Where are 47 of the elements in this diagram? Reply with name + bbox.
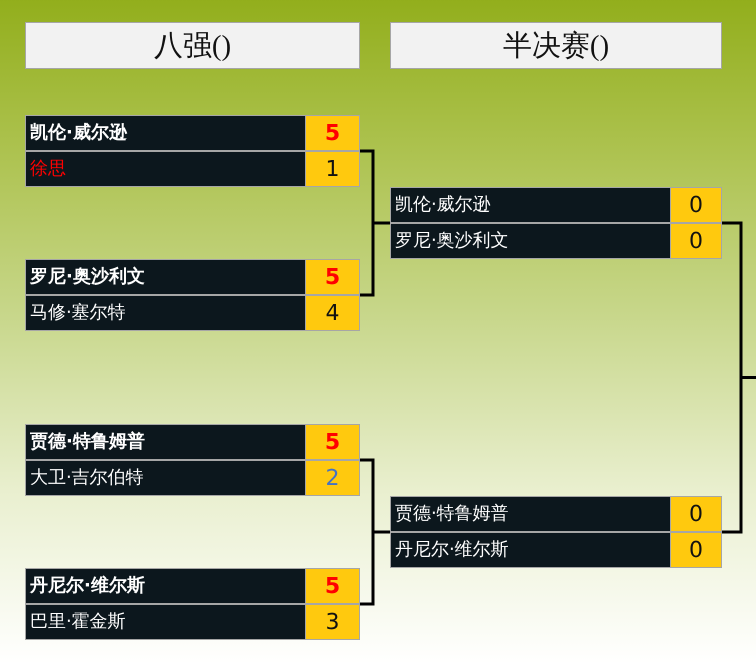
- score-cell: 1: [305, 152, 359, 186]
- player-name: 罗尼·奥沙利文: [395, 230, 509, 252]
- player-name: 贾德·特鲁姆普: [30, 431, 145, 453]
- player-name: 马修·塞尔特: [30, 302, 126, 324]
- player-row: [26, 461, 359, 495]
- player-row: [391, 533, 721, 567]
- score-cell: 0: [670, 224, 721, 258]
- match-box: [25, 568, 360, 640]
- player-name: 凯伦·威尔逊: [395, 194, 491, 216]
- player-row: [391, 224, 721, 258]
- score-cell: 3: [305, 605, 359, 639]
- round-heading: 半决赛(): [390, 22, 722, 69]
- score-cell: 4: [305, 296, 359, 330]
- match-box: [25, 424, 360, 496]
- player-name: 罗尼·奥沙利文: [30, 266, 145, 288]
- player-row: [391, 497, 721, 531]
- bracket-line: [360, 222, 390, 296]
- player-name: 徐思: [30, 158, 66, 180]
- player-name: 丹尼尔·维尔斯: [395, 539, 509, 561]
- score-cell: 5: [305, 116, 359, 150]
- score-cell: 5: [305, 569, 359, 603]
- player-name: 贾德·特鲁姆普: [395, 503, 509, 525]
- player-row: [26, 569, 359, 603]
- player-row: [391, 188, 721, 222]
- score-cell: 0: [670, 188, 721, 222]
- player-row: [26, 296, 359, 330]
- match-box: [25, 115, 360, 187]
- bracket-line: [722, 376, 756, 534]
- match-box: [390, 187, 722, 259]
- player-name: 巴里·霍金斯: [30, 611, 126, 633]
- match-box: [25, 259, 360, 331]
- player-name: 凯伦·威尔逊: [30, 122, 127, 144]
- match-box: [390, 496, 722, 568]
- player-name: 大卫·吉尔伯特: [30, 467, 144, 489]
- player-name: 丹尼尔·维尔斯: [30, 575, 145, 597]
- score-cell: 2: [305, 461, 359, 495]
- round-heading: 八强(): [25, 22, 360, 69]
- bracket-line: [360, 530, 390, 606]
- player-row: [26, 605, 359, 639]
- score-cell: 0: [670, 533, 721, 567]
- score-cell: 0: [670, 497, 721, 531]
- score-cell: 5: [305, 260, 359, 294]
- player-row: [26, 152, 359, 186]
- score-cell: 5: [305, 425, 359, 459]
- player-row: [26, 260, 359, 294]
- player-row: [26, 425, 359, 459]
- player-row: [26, 116, 359, 150]
